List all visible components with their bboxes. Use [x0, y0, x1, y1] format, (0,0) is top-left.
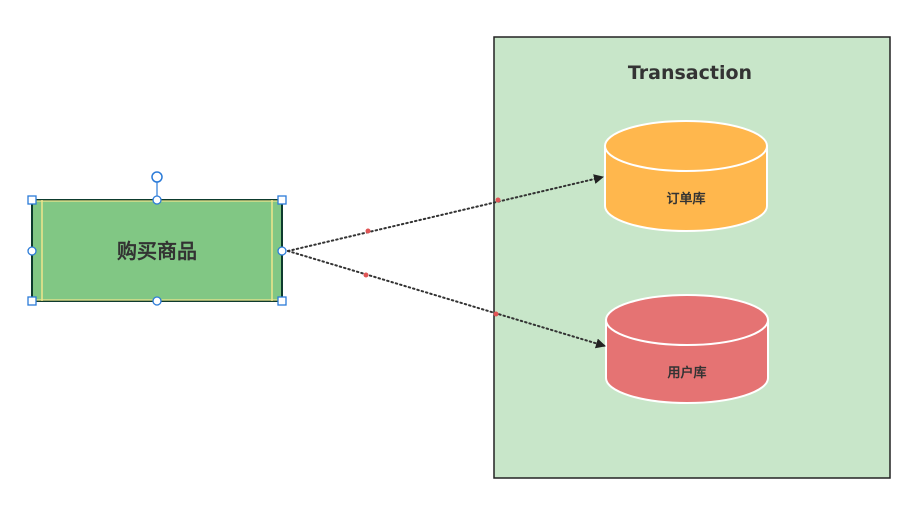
connector-to-user-waypoint[interactable] [363, 272, 369, 278]
source-process-label: 购买商品 [117, 239, 197, 263]
transaction-title: Transaction [628, 62, 752, 84]
selection-handles[interactable] [27, 171, 287, 306]
connector-to-order-waypoint[interactable] [495, 197, 501, 203]
connector-to-user-waypoint[interactable] [493, 311, 499, 317]
connector-to-user-line[interactable] [287, 250, 606, 349]
resize-handle-top-right[interactable] [277, 195, 287, 205]
resize-handle-right[interactable] [277, 246, 287, 256]
transaction-box[interactable] [493, 36, 891, 479]
database-order-label: 订单库 [666, 191, 705, 207]
database-user-label: 用户库 [666, 365, 706, 381]
rotate-handle[interactable] [151, 171, 163, 183]
source-process[interactable]: 购买商品 [31, 199, 283, 302]
resize-handle-bottom-left[interactable] [27, 296, 37, 306]
database-order-top[interactable] [604, 120, 768, 172]
resize-handle-top[interactable] [152, 195, 162, 205]
transaction-container[interactable]: Transaction [493, 36, 891, 479]
database-user[interactable]: 用户库 [605, 294, 769, 404]
resize-handle-bottom[interactable] [152, 296, 162, 306]
resize-handle-bottom-right[interactable] [277, 296, 287, 306]
resize-handle-left[interactable] [27, 246, 37, 256]
connector-to-order-line[interactable] [287, 174, 604, 252]
connector-to-order-waypoint[interactable] [365, 228, 371, 234]
database-order[interactable]: 订单库 [604, 120, 768, 232]
database-user-top[interactable] [605, 294, 769, 346]
connector-to-order[interactable] [287, 174, 604, 252]
connector-to-user[interactable] [287, 250, 606, 349]
resize-handle-top-left[interactable] [27, 195, 37, 205]
